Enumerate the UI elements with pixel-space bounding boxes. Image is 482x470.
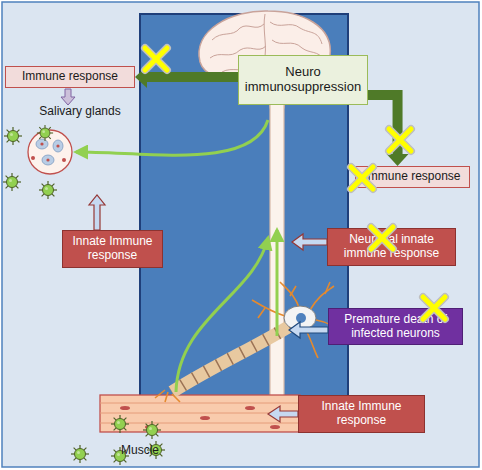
outer-frame bbox=[2, 2, 479, 467]
organ-label: Salivary glands bbox=[30, 104, 130, 118]
innate-response-box: Innate Immune response bbox=[62, 230, 163, 268]
box-text: Neuronal innate immune response bbox=[334, 233, 449, 261]
virus-particles bbox=[3, 125, 165, 465]
innate-response-box: Innate Immune response bbox=[298, 395, 425, 433]
blocked-marks bbox=[145, 48, 445, 319]
response-box: Immune response bbox=[355, 166, 470, 188]
suppression-arrow bbox=[135, 66, 238, 88]
arrow-shaft bbox=[368, 95, 398, 155]
spinal-cord bbox=[270, 104, 284, 398]
organ-label: Muscle bbox=[100, 443, 180, 457]
response-box: Immune response bbox=[5, 66, 135, 88]
salivary-gland-drawing bbox=[28, 130, 72, 174]
suppression-box: Neuro immunosuppression bbox=[238, 55, 368, 105]
box-text: Neuro immunosuppression bbox=[245, 65, 361, 95]
arrow-head bbox=[387, 154, 409, 166]
edge-layer bbox=[135, 66, 409, 166]
innate-response-box: Neuronal innate immune response bbox=[327, 228, 456, 266]
box-text: Premature death of infected neurons bbox=[335, 313, 456, 341]
box-text: Immune response bbox=[22, 70, 118, 84]
suppression-arrow bbox=[368, 95, 409, 166]
box-text: Immune response bbox=[364, 170, 460, 184]
outcome-box: Premature death of infected neurons bbox=[328, 308, 463, 345]
box-text: Innate Immune response bbox=[69, 235, 156, 263]
neuron-drawing bbox=[155, 282, 346, 402]
box-text: Innate Immune response bbox=[305, 400, 418, 428]
arrow-head bbox=[135, 66, 147, 88]
pointer-arrows bbox=[61, 89, 328, 422]
muscle-drawing bbox=[100, 395, 300, 432]
arrow-shaft bbox=[146, 72, 238, 82]
